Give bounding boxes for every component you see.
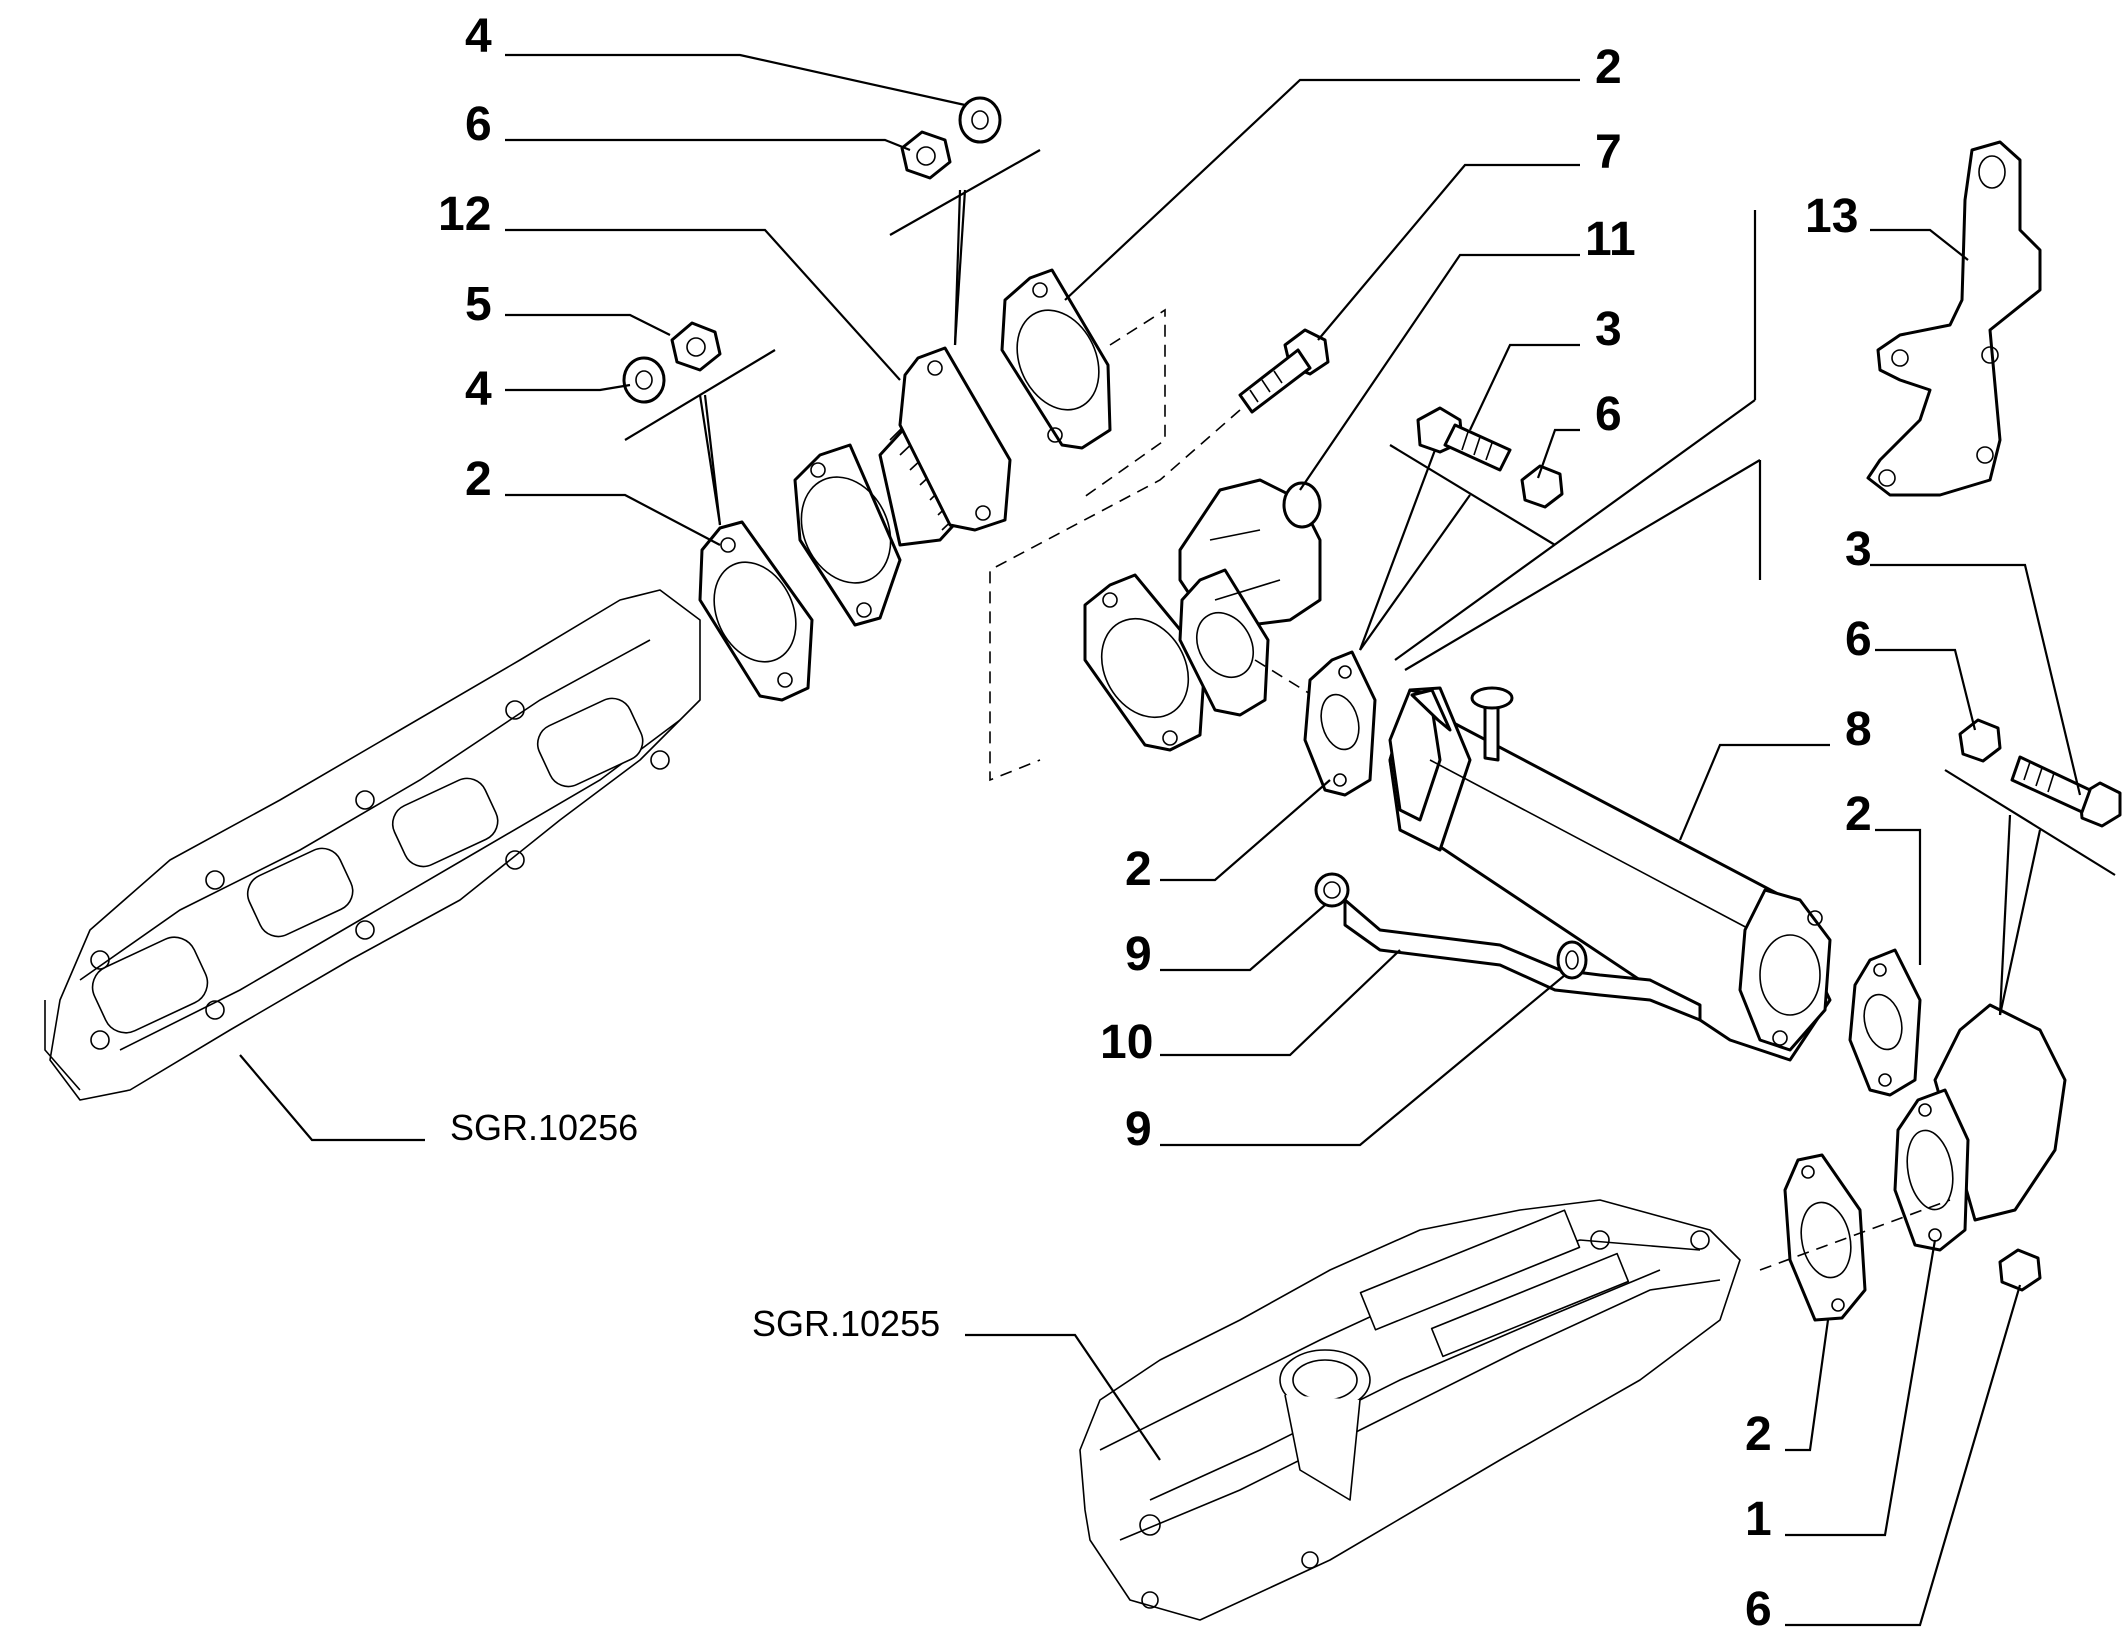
bracket-13[interactable] xyxy=(1866,140,2042,497)
assembly-dash-line-lower xyxy=(1759,1199,1951,1271)
assembly-dash-line-left xyxy=(989,409,1241,782)
callout-2-middle[interactable]: 2 xyxy=(1125,843,1152,896)
bolt-3-right[interactable] xyxy=(2010,755,2122,828)
gasket-2-middle[interactable] xyxy=(1303,650,1377,797)
ref-intake-manifold[interactable]: SGR.10255 xyxy=(752,1303,940,1344)
callout-2-bottom[interactable]: 2 xyxy=(1745,1408,1772,1461)
washer-4-top[interactable] xyxy=(958,96,1002,144)
bolt-3-middle[interactable] xyxy=(1416,406,1512,472)
callout-4-top[interactable]: 4 xyxy=(465,10,492,63)
callout-6-bottom[interactable]: 6 xyxy=(1745,1583,1772,1636)
group-lines xyxy=(624,149,2116,1016)
nut-6-middle[interactable] xyxy=(1520,464,1564,509)
gasket-2-top[interactable] xyxy=(1000,268,1115,450)
callout-7[interactable]: 7 xyxy=(1595,126,1622,179)
callout-8[interactable]: 8 xyxy=(1845,703,1872,756)
callout-10[interactable]: 10 xyxy=(1100,1016,1153,1069)
callout-9-upper[interactable]: 9 xyxy=(1125,928,1152,981)
leader-lines xyxy=(239,53,2082,1627)
hose-clamp-9-upper[interactable] xyxy=(1314,872,1350,908)
nut-6-bottom[interactable] xyxy=(1998,1248,2042,1292)
callout-2-left[interactable]: 2 xyxy=(465,453,492,506)
callout-12[interactable]: 12 xyxy=(438,188,491,241)
washer-4-lower[interactable] xyxy=(622,356,666,404)
nut-5[interactable] xyxy=(670,321,722,372)
callout-1[interactable]: 1 xyxy=(1745,1493,1772,1546)
callout-3-middle[interactable]: 3 xyxy=(1595,303,1622,356)
callout-2-right[interactable]: 2 xyxy=(1845,788,1872,841)
elbow-pipe-1[interactable] xyxy=(1893,1003,2067,1252)
callout-4-lower[interactable]: 4 xyxy=(465,363,492,416)
egr-valve-11[interactable] xyxy=(1083,478,1322,752)
callout-3-right[interactable]: 3 xyxy=(1845,523,1872,576)
nut-6-right[interactable] xyxy=(1958,718,2002,763)
gasket-2-right[interactable] xyxy=(1848,948,1922,1097)
assembly-dash-line-upper xyxy=(1079,308,1166,501)
reference-labels: SGR.10256 SGR.10255 xyxy=(450,1107,940,1344)
gasket-2-left[interactable] xyxy=(698,520,814,702)
flexible-pipe-12[interactable] xyxy=(785,346,1012,627)
callout-9-lower[interactable]: 9 xyxy=(1125,1103,1152,1156)
callout-13[interactable]: 13 xyxy=(1805,190,1858,243)
callout-numbers: 4 6 12 5 4 2 2 7 11 3 6 13 3 6 8 2 2 9 1… xyxy=(438,10,1872,1636)
nut-6-top[interactable] xyxy=(900,130,952,180)
hose-clamp-9-lower[interactable] xyxy=(1556,940,1588,980)
intake-manifold xyxy=(1079,1199,1741,1621)
egr-cooler-8[interactable] xyxy=(1388,686,1832,1062)
hose-10[interactable] xyxy=(1343,898,1702,1022)
callout-2-top[interactable]: 2 xyxy=(1595,41,1622,94)
bolt-7[interactable] xyxy=(1238,328,1330,414)
callout-6-right[interactable]: 6 xyxy=(1845,613,1872,666)
callout-6-top[interactable]: 6 xyxy=(465,98,492,151)
callout-11[interactable]: 11 xyxy=(1585,213,1636,266)
gasket-2-bottom[interactable] xyxy=(1783,1153,1867,1322)
exhaust-manifold xyxy=(44,589,701,1101)
ref-exhaust-manifold[interactable]: SGR.10256 xyxy=(450,1107,638,1148)
callout-6-middle[interactable]: 6 xyxy=(1595,388,1622,441)
callout-5[interactable]: 5 xyxy=(465,278,492,331)
